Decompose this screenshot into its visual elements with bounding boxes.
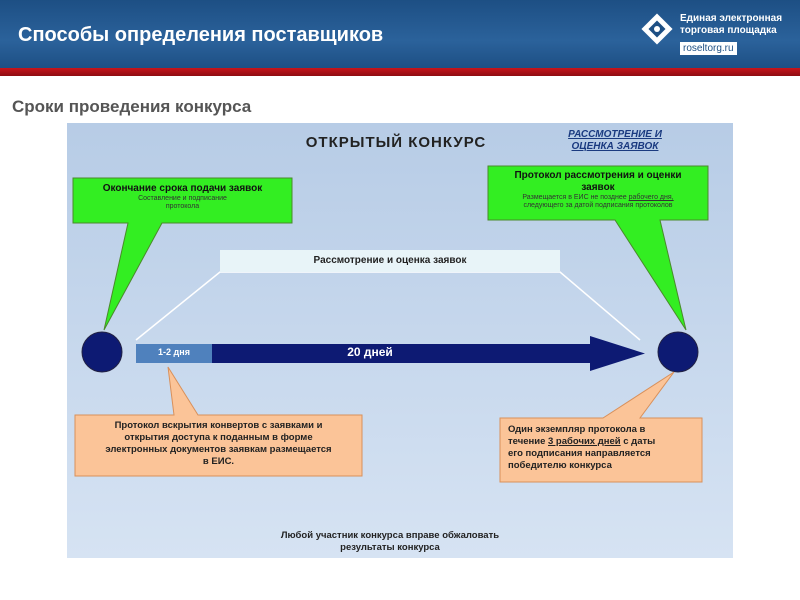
- logo-site-link[interactable]: roseltorg.ru: [680, 42, 737, 55]
- opening-line-3: электронных документов заявкам размещает…: [105, 444, 332, 455]
- roseltorg-logo-icon: [641, 13, 673, 45]
- roseltorg-logo[interactable]: Единая электронная торговая площадка ros…: [640, 10, 790, 60]
- end-circle: [657, 331, 699, 373]
- header-accent-bar: [0, 68, 800, 76]
- winner-box-text: Один экземпляр протокола в течение 3 раб…: [500, 424, 702, 472]
- corner-title-line-1: РАССМОТРЕНИЕ И: [568, 129, 662, 140]
- corner-title-line-2: ОЦЕНКА ЗАЯВОК: [571, 141, 659, 152]
- protocol-title-line-1: Протокол рассмотрения и оценки: [514, 170, 682, 181]
- winner-line-1: Один экземпляр протокола в: [508, 424, 646, 435]
- footer-note: Любой участник конкурса вправе обжаловат…: [230, 530, 550, 554]
- winner-line-2: течение 3 рабочих дней с даты: [508, 436, 702, 448]
- opening-line-4: в ЕИС.: [202, 456, 235, 467]
- deadline-sub-line-2: протокола: [165, 203, 200, 210]
- review-connector-lines: [135, 271, 641, 341]
- protocol-title-line-2: заявок: [581, 182, 615, 193]
- header-title: Способы определения поставщиков: [18, 24, 384, 46]
- winner-line-2-underlined: 3 рабочих дней: [548, 436, 621, 447]
- winner-line-2-part-2: с даты: [620, 436, 656, 447]
- winner-line-2-part-1: течение: [508, 436, 548, 447]
- opening-line-2: открытия доступа к поданным в форме: [124, 432, 313, 443]
- slide-subtitle: Сроки проведения конкурса: [12, 97, 252, 116]
- long-period-label: 20 дней: [347, 345, 393, 359]
- deadline-title: Окончание срока подачи заявок: [102, 183, 263, 194]
- logo-text: Единая электронная торговая площадка: [680, 13, 782, 37]
- opening-box-text: Протокол вскрытия конвертов с заявками и…: [75, 420, 362, 468]
- logo-line-1: Единая электронная: [680, 13, 783, 24]
- short-period-label: 1-2 дня: [158, 347, 190, 357]
- protocol-sub-part-1: Размещается в ЕИС не позднее: [522, 194, 629, 201]
- winner-line-3: его подписания направляется: [508, 448, 651, 459]
- opening-line-1: Протокол вскрытия конвертов с заявками и: [114, 420, 323, 431]
- footer-line-2: результаты конкурса: [340, 542, 440, 553]
- winner-line-4: победителю конкурса: [508, 460, 612, 471]
- deadline-box-text: Окончание срока подачи заявок Составлени…: [73, 183, 292, 211]
- protocol-sub-underlined: рабочего дня,: [628, 194, 674, 201]
- deadline-sub-line-1: Составление и подписание: [138, 195, 227, 202]
- logo-line-2: торговая площадка: [680, 25, 777, 36]
- protocol-callout: [487, 165, 709, 331]
- deadline-callout: [72, 177, 293, 331]
- header-bar: Способы определения поставщиков Единая э…: [0, 0, 800, 68]
- diagram-title: ОТКРЫТЫЙ КОНКУРС: [305, 134, 487, 151]
- long-period-arrow: [212, 336, 645, 371]
- protocol-sub-line-1: Размещается в ЕИС не позднее рабочего дн…: [488, 194, 708, 202]
- opening-callout: [74, 366, 363, 477]
- winner-callout: [499, 371, 703, 483]
- protocol-sub-line-2: следующего за датой подписания протоколо…: [523, 202, 673, 209]
- short-period-segment: [136, 344, 212, 363]
- review-label: Рассмотрение и оценка заявок: [313, 255, 467, 266]
- corner-title: РАССМОТРЕНИЕ И ОЦЕНКА ЗАЯВОК: [550, 129, 680, 153]
- start-circle: [81, 331, 123, 373]
- footer-line-1: Любой участник конкурса вправе обжаловат…: [280, 530, 500, 541]
- protocol-box-text: Протокол рассмотрения и оценки заявок Ра…: [488, 170, 708, 210]
- review-bar: [220, 250, 560, 272]
